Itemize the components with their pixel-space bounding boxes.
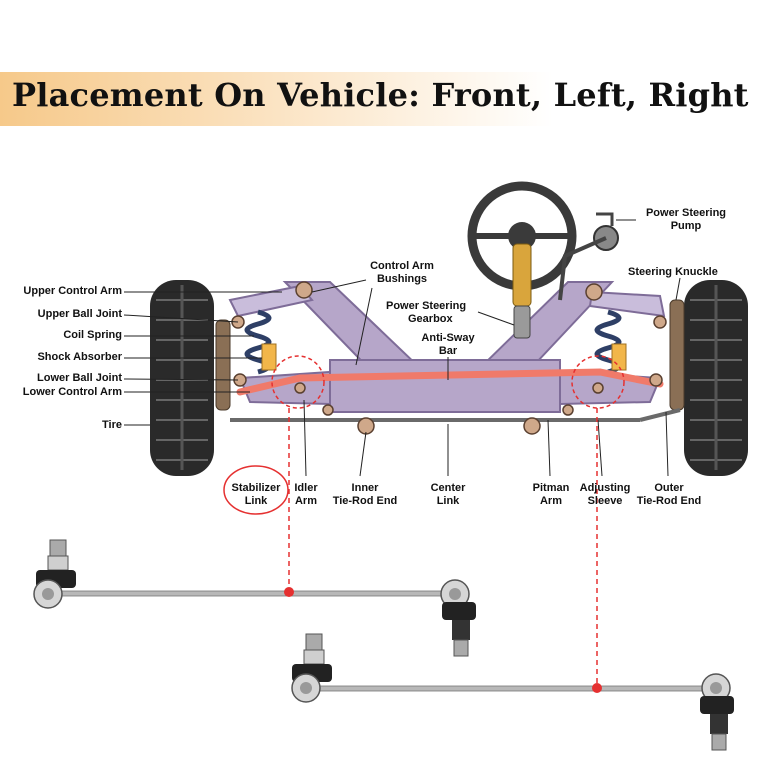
steering-linkage (230, 408, 681, 422)
link-2-marker-dot (592, 683, 602, 693)
right-tire (684, 280, 748, 476)
label-upper-ball-joint: Upper Ball Joint (37, 308, 122, 320)
label-anti-sway-bar: Anti-Sway Bar (421, 332, 475, 357)
left-steering-knuckle (215, 319, 231, 411)
power-steering-gearbox (513, 305, 531, 339)
label-upper-control-arm: Upper Control Arm (23, 285, 122, 297)
label-tire: Tire (102, 419, 122, 431)
label-inner-tie-rod-end: Inner Tie-Rod End (332, 482, 398, 507)
leader-lines (123, 219, 681, 477)
dashed-pointer-lines (288, 408, 598, 688)
label-control-arm-bushings: Control Arm Bushings (370, 260, 434, 285)
coil-springs (244, 309, 622, 375)
label-lower-ball-joint: Lower Ball Joint (37, 372, 122, 384)
label-adjusting-sleeve: Adjusting Sleeve (579, 482, 631, 507)
label-center-link: Center Link (430, 482, 466, 507)
label-steering-knuckle: Steering Knuckle (628, 266, 718, 278)
right-steering-knuckle (669, 299, 685, 411)
shock-absorbers (261, 343, 627, 371)
stabilizer-link-product-2 (291, 633, 734, 751)
stabilizer-highlights (223, 355, 625, 515)
power-steering-pump (558, 212, 619, 301)
title-banner (0, 72, 768, 126)
label-coil-spring: Coil Spring (63, 329, 122, 341)
steering-column (512, 243, 532, 307)
label-outer-tie-rod-end: Outer Tie-Rod End (636, 482, 702, 507)
stabilizer-link-product-1 (33, 539, 476, 657)
label-stabilizer-link: Stabilizer Link (231, 482, 281, 507)
link-1-marker-dot (284, 587, 294, 597)
page-title: Placement On Vehicle: Front, Left, Right (12, 76, 749, 114)
label-shock-absorber: Shock Absorber (37, 351, 122, 363)
label-power-steering-pump: Power Steering Pump (645, 207, 727, 232)
left-tire (150, 280, 214, 476)
label-lower-control-arm: Lower Control Arm (22, 386, 122, 398)
label-idler-arm: Idler Arm (294, 482, 318, 507)
anti-sway-bar (236, 368, 664, 396)
upper-control-arms (228, 284, 666, 318)
label-pitman-arm: Pitman Arm (532, 482, 570, 507)
label-power-steering-gearbox: Power Steering Gearbox (386, 300, 467, 325)
